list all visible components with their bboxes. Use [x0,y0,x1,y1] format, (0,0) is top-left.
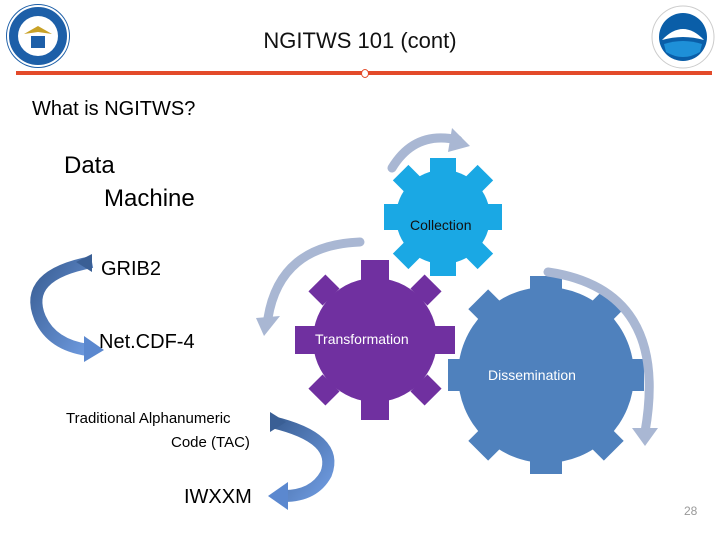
dissemination-gear [448,276,644,474]
tac-label-line1: Traditional Alphanumeric [66,410,231,427]
tac-label-line2: Code (TAC) [171,434,250,451]
data-machine-line1: Data [64,152,115,179]
data-machine-line2: Machine [104,185,195,212]
cycle-arrows [263,133,654,437]
netcdf-label: Net.CDF-4 [99,331,195,353]
arrowhead-left [256,316,280,336]
tac-iwxxm-arrow [268,412,335,510]
doc-seal-logo [6,4,70,68]
transformation-label: Transformation [315,331,409,347]
question-text: What is NGITWS? [32,98,196,120]
arrowhead-top [448,128,470,152]
noaa-logo-icon [651,5,715,69]
grib2-label: GRIB2 [101,258,162,280]
transformation-gear [295,260,455,420]
collection-gear [384,158,502,276]
arrow-top-curve [387,133,463,173]
iwxxm-label: IWXXM [184,486,252,508]
header-rule-marker [361,69,369,78]
arrowhead-right [632,428,658,446]
page-number: 28 [684,504,698,518]
grib-netcdf-arrow [30,254,104,362]
cycle-arrowheads [256,128,658,446]
collection-label: Collection [410,217,472,233]
doc-seal-icon [7,5,69,67]
dissemination-label: Dissemination [488,367,576,383]
slide-title: NGITWS 101 (cont) [263,28,457,53]
arrow-right-curve [543,267,654,437]
noaa-logo [650,4,716,70]
arrow-left-curve [263,237,365,323]
